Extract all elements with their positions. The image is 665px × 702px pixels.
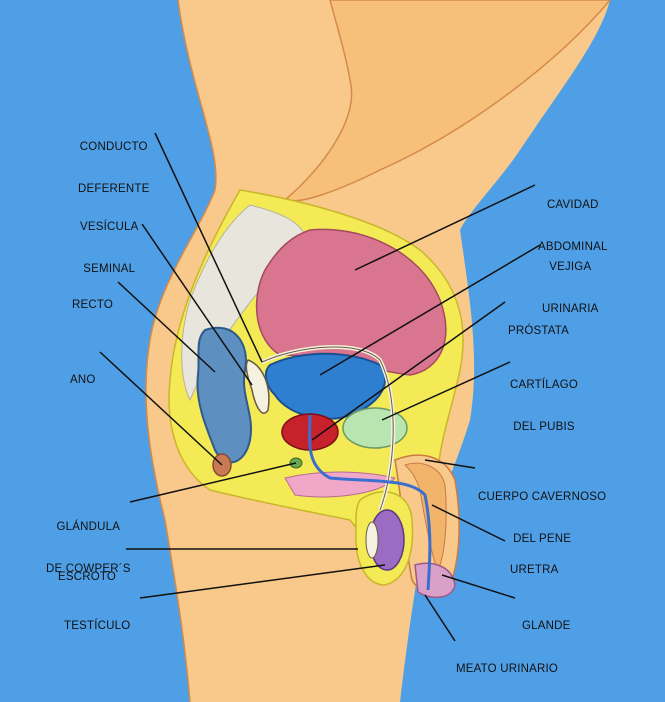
arm (283, 0, 611, 202)
label-testiculo: TESTÍCULO (64, 620, 131, 632)
leader-meato-urinario (424, 594, 456, 642)
urethra (308, 414, 432, 591)
label-glande: GLANDE (522, 620, 571, 632)
leader-glandula-cowper (129, 462, 297, 503)
label-prostata: PRÓSTATA (508, 325, 570, 337)
label-cavidad-abdominal: CAVIDAD ABDOMINAL (538, 199, 608, 253)
label-conducto-deferente: CONDUCTO DEFERENTE (78, 141, 150, 195)
label-meato-urinario: MEATO URINARIO (456, 663, 559, 675)
label-recto: RECTO (72, 299, 114, 311)
label-vejiga-urinaria: VEJIGA URINARIA (542, 261, 599, 315)
leader-cavidad-abdominal (354, 184, 536, 271)
label-glandula-cowper: GLÁNDULA DE COWPER´S (46, 521, 131, 575)
label-escroto: ESCROTO (58, 571, 117, 583)
leader-cartilago-pubis (381, 361, 511, 421)
leader-vesicula-seminal (141, 223, 253, 386)
seminal-vesicle (245, 359, 270, 414)
leader-lines (99, 132, 541, 642)
label-cuerpo-cavernoso: CUERPO CAVERNOSO DEL PENE (478, 491, 607, 545)
rectum (196, 326, 252, 464)
leader-uretra (431, 504, 506, 542)
label-vesicula-seminal: VESÍCULA SEMINAL (80, 221, 139, 275)
leader-recto (117, 281, 216, 373)
label-uretra: URETRA (510, 564, 559, 576)
leader-ano (99, 351, 223, 466)
perineal-tissue (284, 471, 396, 498)
label-cartilago-pubis: CARTÍLAGO DEL PUBIS (510, 379, 579, 433)
leader-conducto-deferente (154, 132, 263, 363)
leader-vejiga-urinaria (319, 244, 541, 376)
leader-cuerpo-cavernoso (424, 459, 476, 469)
vas-deferens-outline (261, 346, 394, 511)
leader-prostata (311, 301, 506, 441)
leader-glande (441, 574, 516, 599)
epididymis (365, 521, 379, 559)
leader-testiculo (139, 564, 386, 599)
label-ano: ANO (70, 374, 96, 386)
pubic-cartilage (342, 407, 408, 449)
body-outline (145, 0, 217, 702)
